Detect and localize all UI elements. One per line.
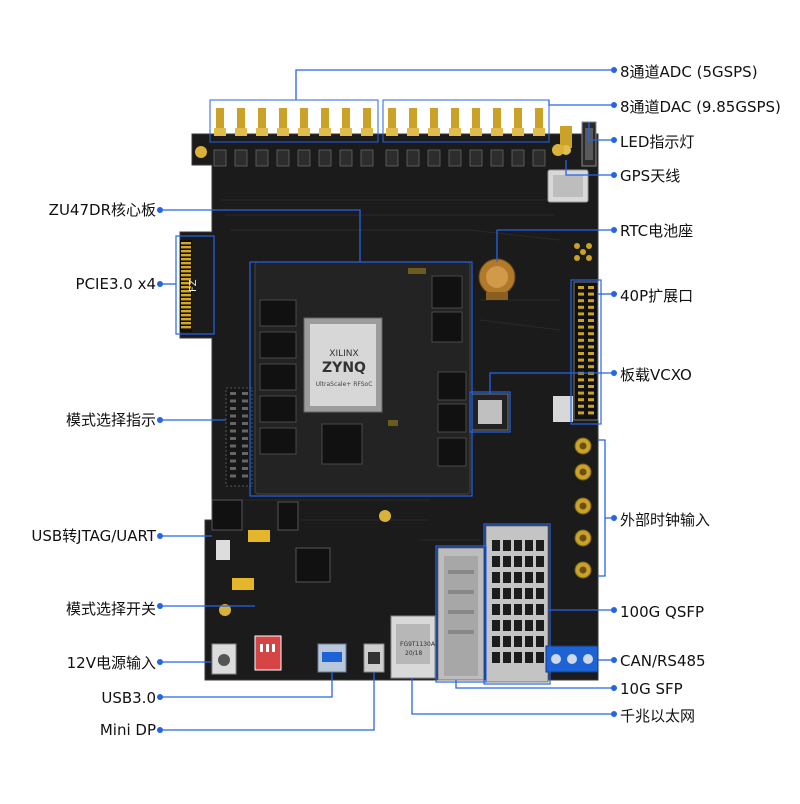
label-vcxo: 板载VCXO — [620, 366, 692, 384]
label-usbjtag: USB转JTAG/UART — [31, 527, 156, 545]
label-pcie: PCIE3.0 x4 — [75, 275, 156, 293]
label-qsfp: 100G QSFP — [620, 603, 705, 621]
sma-connector — [318, 108, 332, 167]
label-40p: 40P扩展口 — [620, 287, 694, 305]
sma-connector — [213, 108, 227, 167]
label-extclk: 外部时钟输入 — [620, 511, 711, 529]
sma-connector — [469, 108, 483, 167]
status-led-cluster — [574, 243, 592, 261]
mini-dp-port — [363, 643, 385, 673]
12v-power-jack — [211, 643, 237, 675]
mode-select-switch — [254, 635, 282, 671]
sma-connector — [511, 108, 525, 167]
gps-module — [547, 169, 589, 203]
label-gbe: 千兆以太网 — [620, 707, 696, 725]
label-power: 12V电源输入 — [66, 654, 156, 672]
external-clock-sma-column — [574, 437, 592, 579]
vendor-logo: FZ — [188, 279, 199, 292]
usb-jtag-area — [211, 499, 331, 590]
eth-chip-sub: 20/18 — [405, 650, 422, 657]
sma-connector-row — [209, 99, 550, 167]
10g-sfp-cage — [437, 547, 485, 681]
sma-connector — [574, 463, 592, 481]
sma-connector — [339, 108, 353, 167]
pcb-traces — [220, 199, 561, 541]
core-chip-brand: XILINX — [329, 349, 358, 359]
label-adc: 8通道ADC (5GSPS) — [620, 63, 758, 81]
label-can: CAN/RS485 — [620, 652, 706, 670]
label-dac: 8通道DAC (9.85GSPS) — [620, 98, 781, 116]
label-gps: GPS天线 — [620, 167, 681, 185]
sma-connector — [385, 108, 399, 167]
label-modesw: 模式选择开关 — [65, 600, 156, 618]
white-connector — [553, 396, 573, 422]
led-indicator — [581, 121, 597, 167]
label-rtc: RTC电池座 — [620, 222, 694, 240]
sma-connector — [427, 108, 441, 167]
core-chip-name: ZYNQ — [322, 360, 366, 376]
usb3-port — [317, 643, 347, 673]
sma-connector — [574, 561, 592, 579]
leader-endpoints — [157, 67, 617, 733]
sma-connector — [255, 108, 269, 167]
sma-connector — [574, 437, 592, 455]
label-modeind: 模式选择指示 — [65, 411, 156, 429]
can-rs485-terminal — [545, 645, 599, 673]
zu47dr-core-module — [254, 261, 471, 495]
label-usb3: USB3.0 — [101, 689, 156, 707]
label-sfp: 10G SFP — [620, 680, 683, 698]
40p-expansion-header — [573, 281, 599, 421]
mode-indicator-leds — [225, 387, 253, 487]
sma-connector — [276, 108, 290, 167]
pcie-edge-connector — [180, 240, 192, 332]
core-chip-sub: UltraScale+ RFSoC — [316, 381, 373, 388]
sma-connector — [448, 108, 462, 167]
gigabit-ethernet-port: FG9T1130A 20/18 — [390, 615, 436, 679]
label-led: LED指示灯 — [620, 133, 695, 151]
sma-connector — [297, 108, 311, 167]
leader-lines — [160, 69, 614, 731]
sma-connector — [574, 529, 592, 547]
sma-connector — [406, 108, 420, 167]
label-core: ZU47DR核心板 — [48, 201, 156, 219]
gps-antenna-connector — [560, 126, 572, 155]
sma-connector — [360, 108, 374, 167]
vcxo-oscillator — [471, 393, 509, 431]
sma-connector — [532, 108, 546, 167]
sma-connector — [234, 108, 248, 167]
sma-connector — [490, 108, 504, 167]
eth-chip-text: FG9T1130A — [400, 641, 436, 648]
label-minidp: Mini DP — [99, 721, 156, 739]
rtc-battery-holder — [478, 258, 516, 300]
100g-qsfp-cage — [485, 525, 549, 683]
sma-connector — [574, 497, 592, 515]
